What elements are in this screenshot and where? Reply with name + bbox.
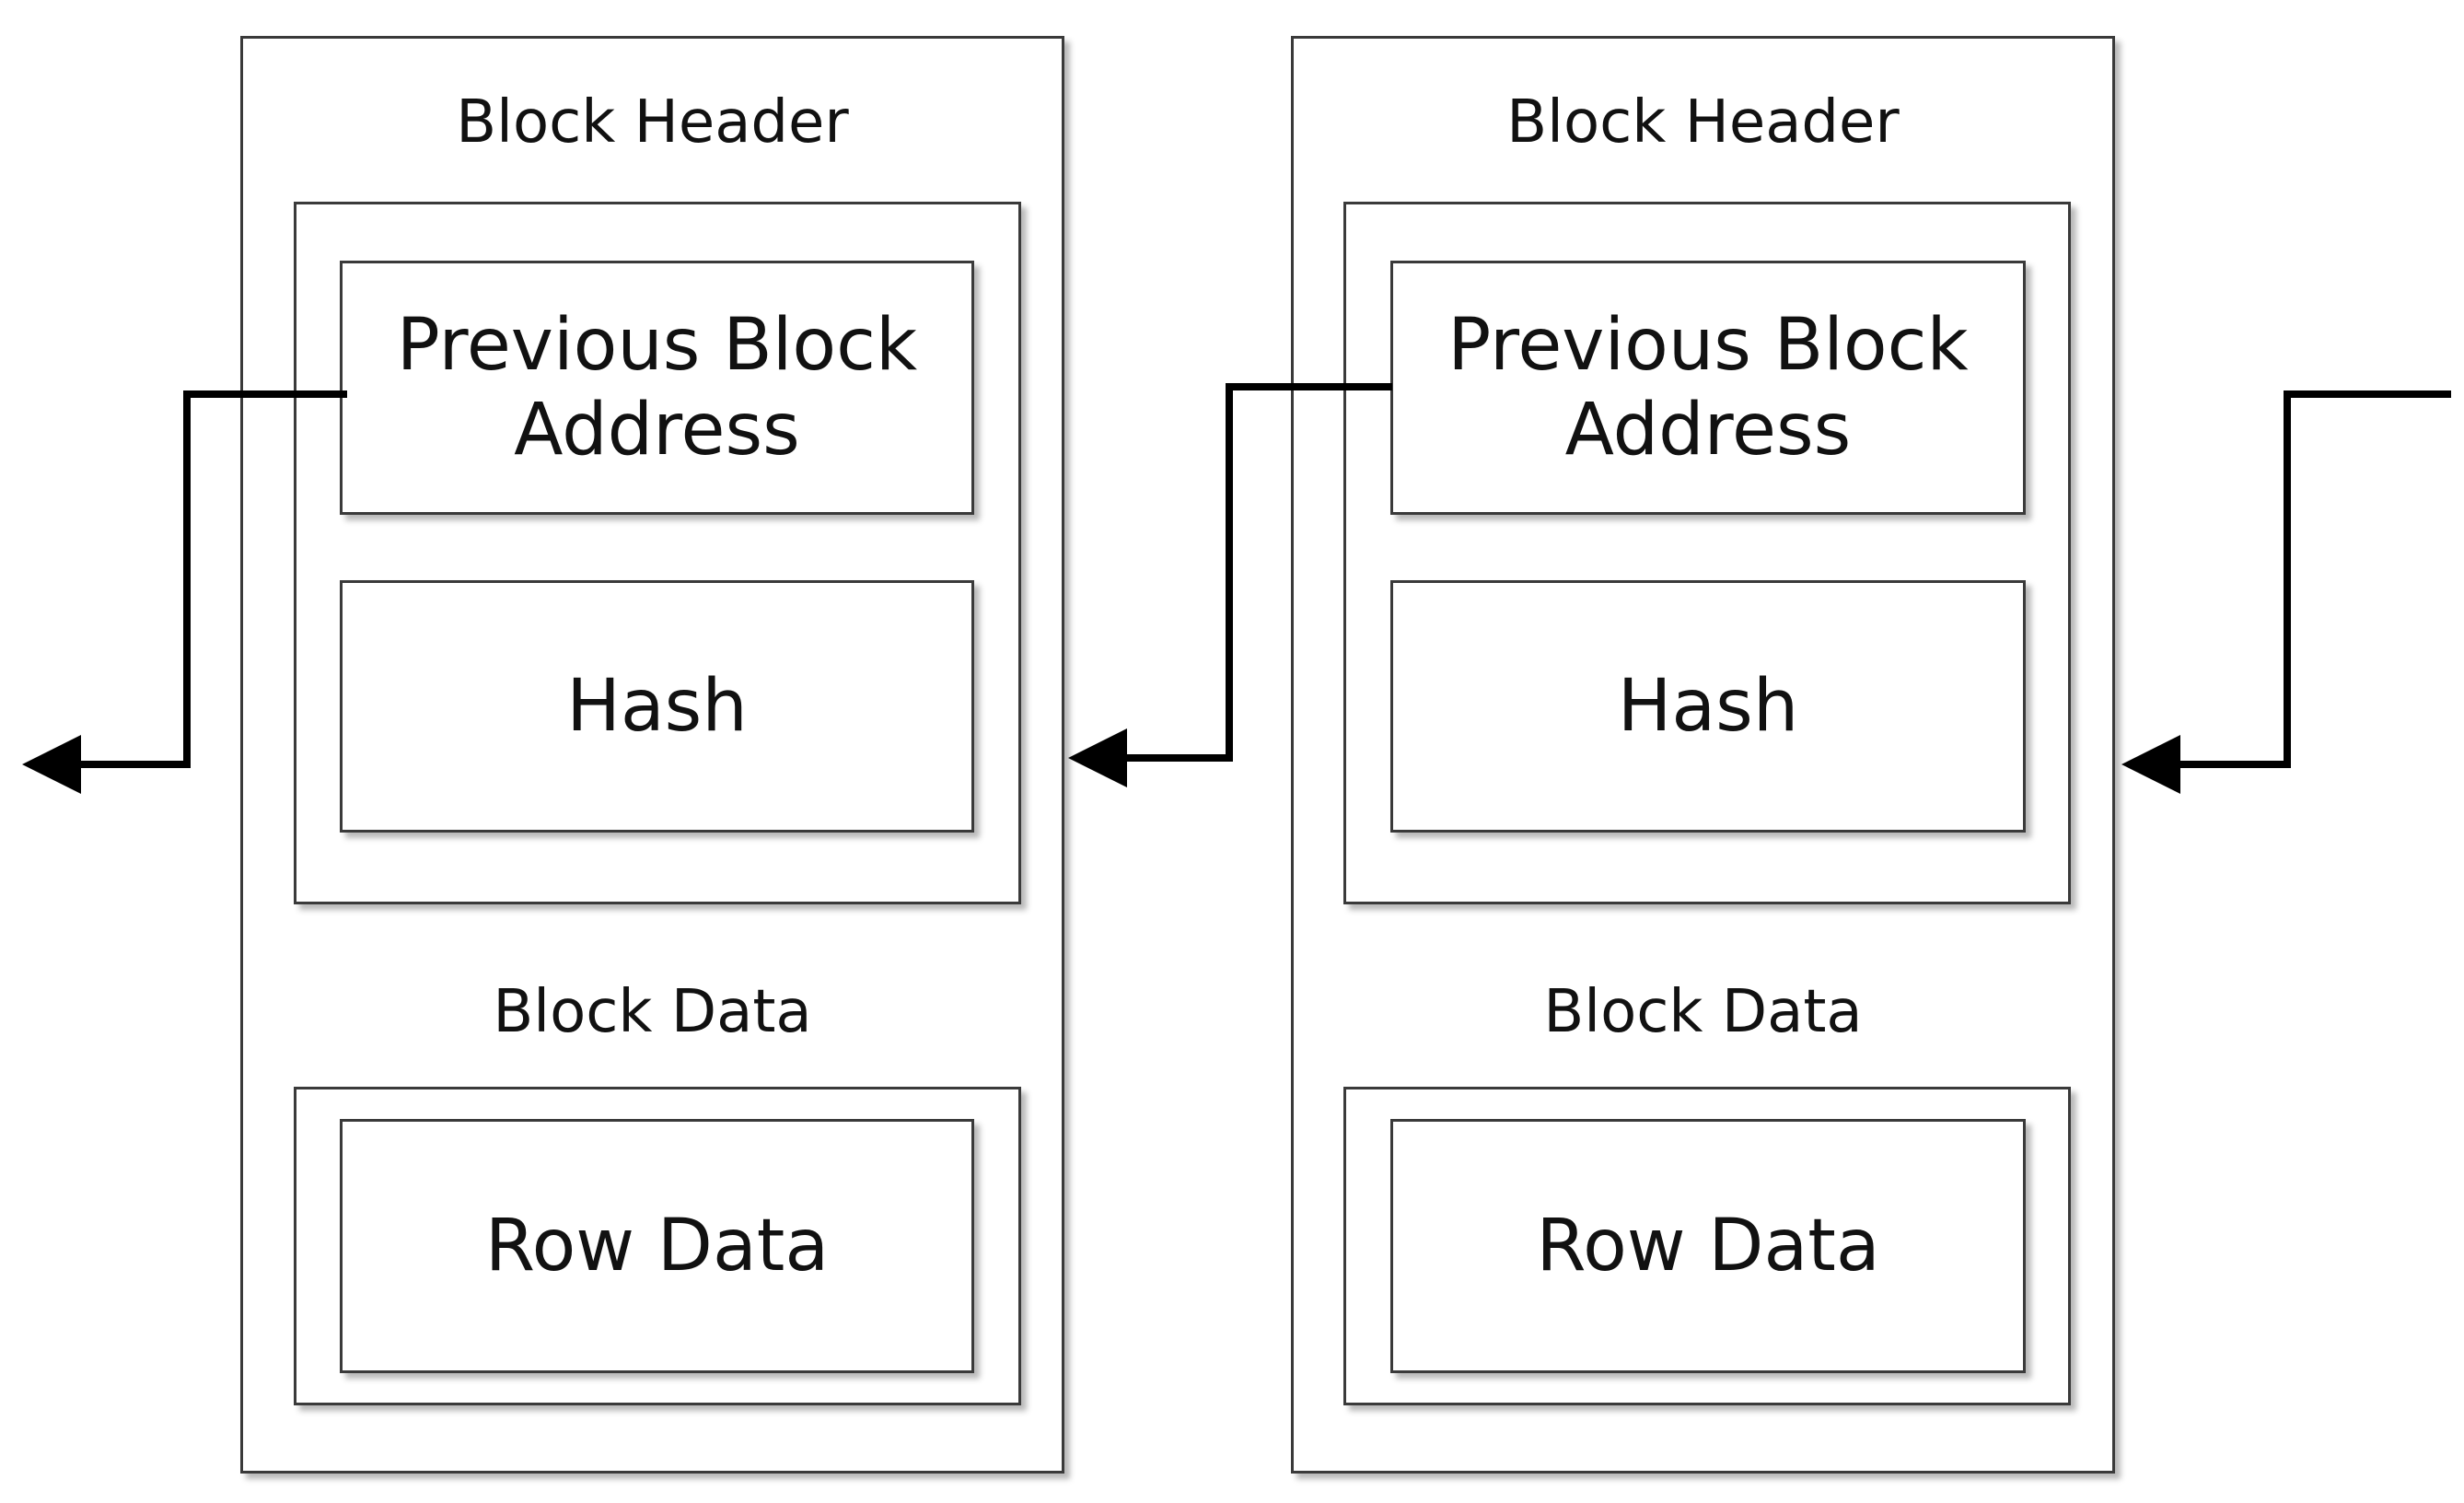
block-2-data-label: Block Data <box>1543 978 1863 1046</box>
block-2-previous-block-address-label: Previous Block Address <box>1447 303 1969 472</box>
block-2-row-data-label: Row Data <box>1536 1204 1880 1287</box>
link-arrow-next-to-block-2 <box>2121 390 2451 794</box>
block-1-hash: Hash <box>340 580 974 833</box>
block-1-row-data: Row Data <box>340 1119 974 1373</box>
block-2-header-label: Block Header <box>1506 88 1900 157</box>
block-1-row-data-label: Row Data <box>484 1204 830 1287</box>
block-2-row-data: Row Data <box>1390 1119 2026 1373</box>
block-1-previous-block-address: Previous Block Address <box>340 261 974 515</box>
block-2-previous-block-address: Previous Block Address <box>1390 261 2026 515</box>
block-1-header-label: Block Header <box>456 88 849 157</box>
block-2-hash: Hash <box>1390 580 2026 833</box>
block-1-data-label: Block Data <box>493 978 812 1046</box>
block-2-hash-label: Hash <box>1617 664 1799 748</box>
block-1-hash-label: Hash <box>566 664 748 748</box>
block-1-previous-block-address-label: Previous Block Address <box>396 303 918 472</box>
